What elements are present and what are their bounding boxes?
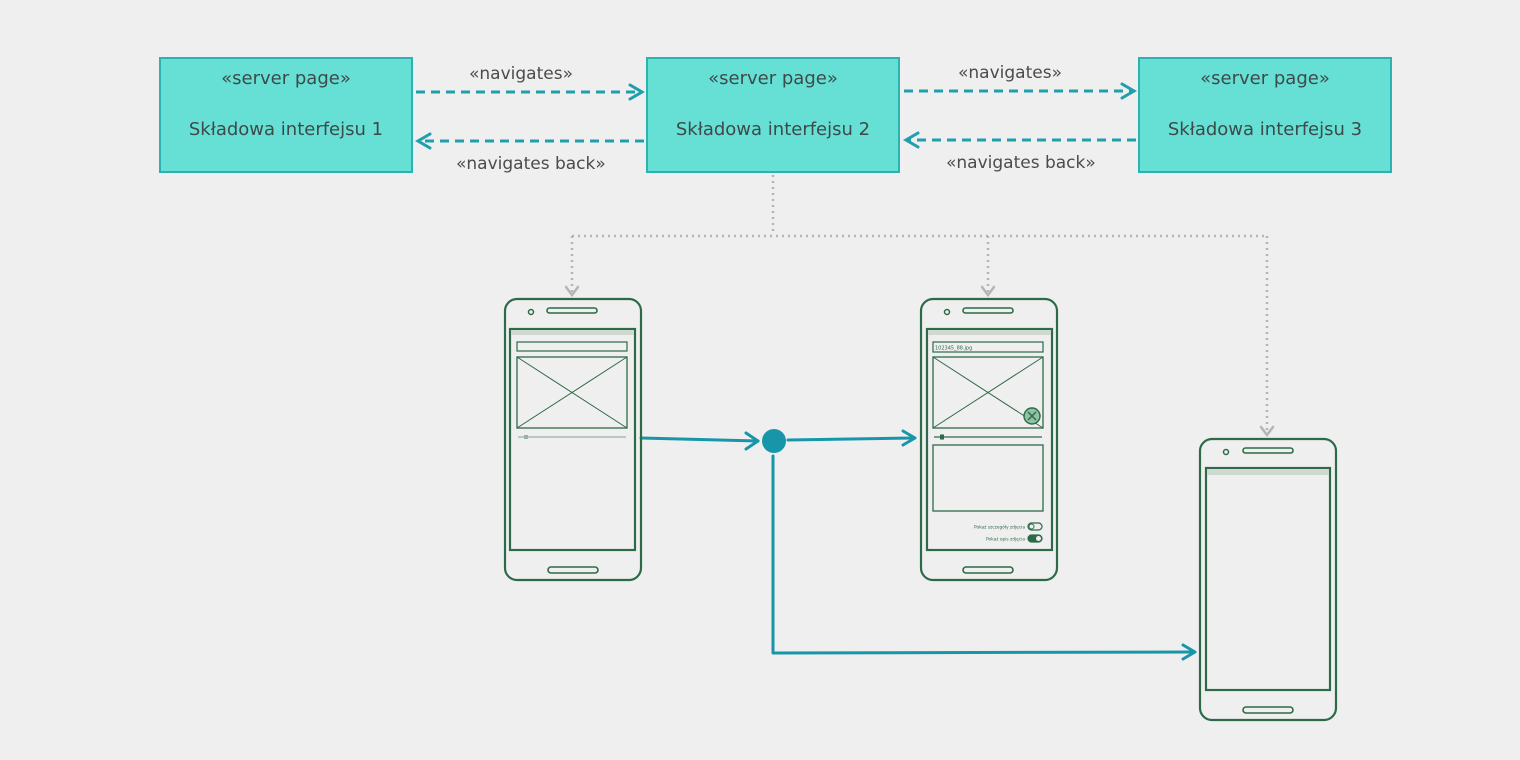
phone-mockup-3 bbox=[1198, 437, 1338, 722]
phone-1-camera bbox=[527, 308, 535, 316]
flow-junction-to-phone3 bbox=[771, 454, 1195, 655]
arrowhead-navigates-back-3-2 bbox=[903, 131, 920, 149]
arrowhead-to-junction bbox=[744, 431, 760, 451]
phone-1-image-placeholder bbox=[516, 356, 628, 429]
phone-1-home-bar bbox=[547, 566, 599, 574]
server-page-3[interactable]: «server page» Składowa interfejsu 3 bbox=[1138, 57, 1392, 173]
nav-arrows bbox=[416, 89, 1136, 143]
phone-1-slider-thumb bbox=[524, 435, 528, 439]
phone-1-input-field bbox=[516, 341, 628, 352]
phone-1-body bbox=[503, 297, 643, 582]
phone-1-statusbar bbox=[511, 330, 634, 335]
phone-2-camera bbox=[943, 308, 951, 316]
arrowhead-navigates-1-2 bbox=[628, 83, 645, 101]
decision-junction-node bbox=[762, 429, 786, 453]
server-page-1-name: Składowa interfejsu 1 bbox=[188, 119, 384, 140]
phone-3-speaker bbox=[1242, 447, 1294, 454]
arrowhead-navigates-back-2-1 bbox=[415, 132, 432, 150]
phone-3-camera bbox=[1222, 448, 1230, 456]
phone-2-toggle-1-label: Pokaż szczegóły zdjęcia bbox=[974, 524, 1025, 531]
phone-2-details-panel bbox=[932, 444, 1044, 512]
server-page-1[interactable]: «server page» Składowa interfejsu 1 bbox=[159, 57, 413, 173]
nav-arrowheads bbox=[415, 82, 1137, 150]
phone-2-screen bbox=[925, 327, 1054, 552]
dotted-arrowheads bbox=[564, 285, 1275, 438]
phone-3-statusbar bbox=[1207, 469, 1329, 475]
dotted-connectors bbox=[570, 175, 1269, 432]
arrowhead-to-phone2 bbox=[901, 429, 917, 447]
edge-label-navigates-1-2: «navigates» bbox=[469, 64, 573, 84]
server-page-2-name: Składowa interfejsu 2 bbox=[675, 119, 871, 140]
phone-3-home-bar bbox=[1242, 706, 1294, 714]
server-page-3-stereotype: «server page» bbox=[1200, 68, 1330, 89]
flow-phone1-to-junction bbox=[639, 436, 760, 443]
phone-3-body bbox=[1198, 437, 1338, 722]
phone-2-filename-text: 102345_88.jpg bbox=[935, 346, 972, 352]
edge-label-navigates-back-2-1: «navigates back» bbox=[456, 154, 606, 174]
phone-2-toggle-2-label: Pokaż opis zdjęcia bbox=[986, 537, 1025, 543]
phone-2-body bbox=[919, 297, 1059, 582]
phone-mockup-2 bbox=[919, 297, 1059, 582]
phone-2-speaker bbox=[962, 307, 1014, 314]
phone-2-toggle-1-switch bbox=[1027, 522, 1043, 531]
phone-mockup-1 bbox=[503, 297, 643, 582]
phone-2-statusbar bbox=[928, 330, 1051, 335]
server-page-2-stereotype: «server page» bbox=[708, 68, 838, 89]
phone-1-speaker bbox=[546, 307, 598, 314]
server-page-2[interactable]: «server page» Składowa interfejsu 2 bbox=[646, 57, 900, 173]
phone-1-screen bbox=[508, 327, 637, 552]
flow-junction-to-phone2 bbox=[786, 436, 915, 442]
phone-2-home-bar bbox=[962, 566, 1014, 574]
server-page-3-name: Składowa interfejsu 3 bbox=[1167, 119, 1363, 140]
server-page-1-stereotype: «server page» bbox=[221, 68, 351, 89]
phone-3-screen bbox=[1204, 466, 1332, 692]
phone-2-image-placeholder bbox=[932, 356, 1044, 429]
edge-label-navigates-back-3-2: «navigates back» bbox=[946, 153, 1096, 173]
arrowhead-navigates-2-3 bbox=[1120, 82, 1137, 100]
phone-2-slider-thumb bbox=[940, 434, 944, 440]
arrowhead-to-phone3 bbox=[1181, 643, 1197, 661]
phone-2-filename-field bbox=[932, 341, 1044, 353]
flow-lines bbox=[639, 429, 1197, 661]
edge-label-navigates-2-3: «navigates» bbox=[958, 63, 1062, 83]
